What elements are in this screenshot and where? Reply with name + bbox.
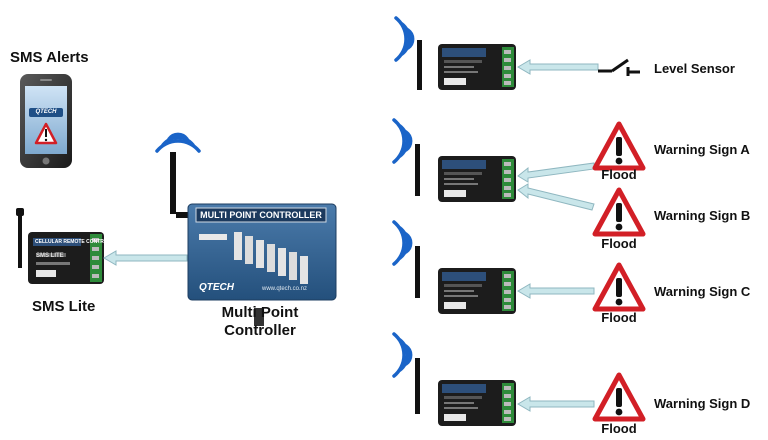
arrow-icon — [517, 162, 595, 183]
phone-brand-label: QTECH — [35, 109, 57, 115]
flood-label-a: Flood — [601, 167, 637, 182]
warning-sign-c-label: Warning Sign C — [654, 284, 751, 299]
warning-sign-a-label: Warning Sign A — [654, 142, 750, 157]
wifi-icon — [155, 132, 201, 153]
flood-label-c: Flood — [601, 310, 637, 325]
relay-row-warning-ab — [392, 118, 643, 234]
warning-triangle-icon — [595, 375, 643, 419]
switch-icon — [598, 58, 640, 76]
antenna-icon — [170, 152, 176, 214]
antenna-icon — [18, 214, 22, 268]
arrow-icon — [517, 283, 595, 299]
mpc-label-line2: Controller — [224, 322, 296, 339]
warning-triangle-icon — [595, 190, 643, 234]
arrow-icon — [103, 250, 188, 266]
antenna-icon — [415, 144, 420, 196]
warning-sign-d-label: Warning Sign D — [654, 396, 751, 411]
sms-lite-device-name: SMS LITE — [36, 253, 64, 259]
phone-icon — [20, 74, 72, 168]
antenna-icon — [417, 40, 422, 90]
warning-sign-b-label: Warning Sign B — [654, 208, 751, 223]
arrow-icon — [517, 59, 599, 75]
mpc-brand: QTECH — [199, 282, 234, 293]
mpc-url: www.qtech.co.nz — [262, 286, 308, 292]
wifi-icon — [394, 16, 415, 62]
flood-label-b: Flood — [601, 236, 637, 251]
wifi-icon — [392, 118, 413, 164]
arrow-icon — [517, 396, 595, 412]
level-sensor-label: Level Sensor — [654, 61, 735, 76]
sms-lite-device-title: CELLULAR REMOTE CONTROL — [35, 239, 111, 245]
wifi-icon — [392, 220, 413, 266]
flood-label-d: Flood — [601, 421, 637, 436]
relay-row-warning-c — [392, 220, 643, 314]
sms-lite-device — [16, 208, 104, 284]
arrow-icon — [517, 183, 595, 211]
sms-lite-label: SMS Lite — [32, 298, 96, 315]
mpc-box-title: MULTI POINT CONTROLLER — [200, 210, 322, 220]
warning-triangle-icon — [595, 124, 643, 168]
relay-row-warning-d — [392, 332, 643, 426]
sms-alerts-label: SMS Alerts — [10, 49, 89, 66]
antenna-icon — [415, 358, 420, 414]
antenna-icon — [415, 246, 420, 298]
warning-triangle-icon — [595, 265, 643, 309]
wifi-icon — [392, 332, 413, 378]
relay-row-level-sensor — [394, 16, 640, 90]
multi-point-controller — [155, 132, 337, 326]
mpc-label-line1: Multi Point — [221, 304, 299, 321]
